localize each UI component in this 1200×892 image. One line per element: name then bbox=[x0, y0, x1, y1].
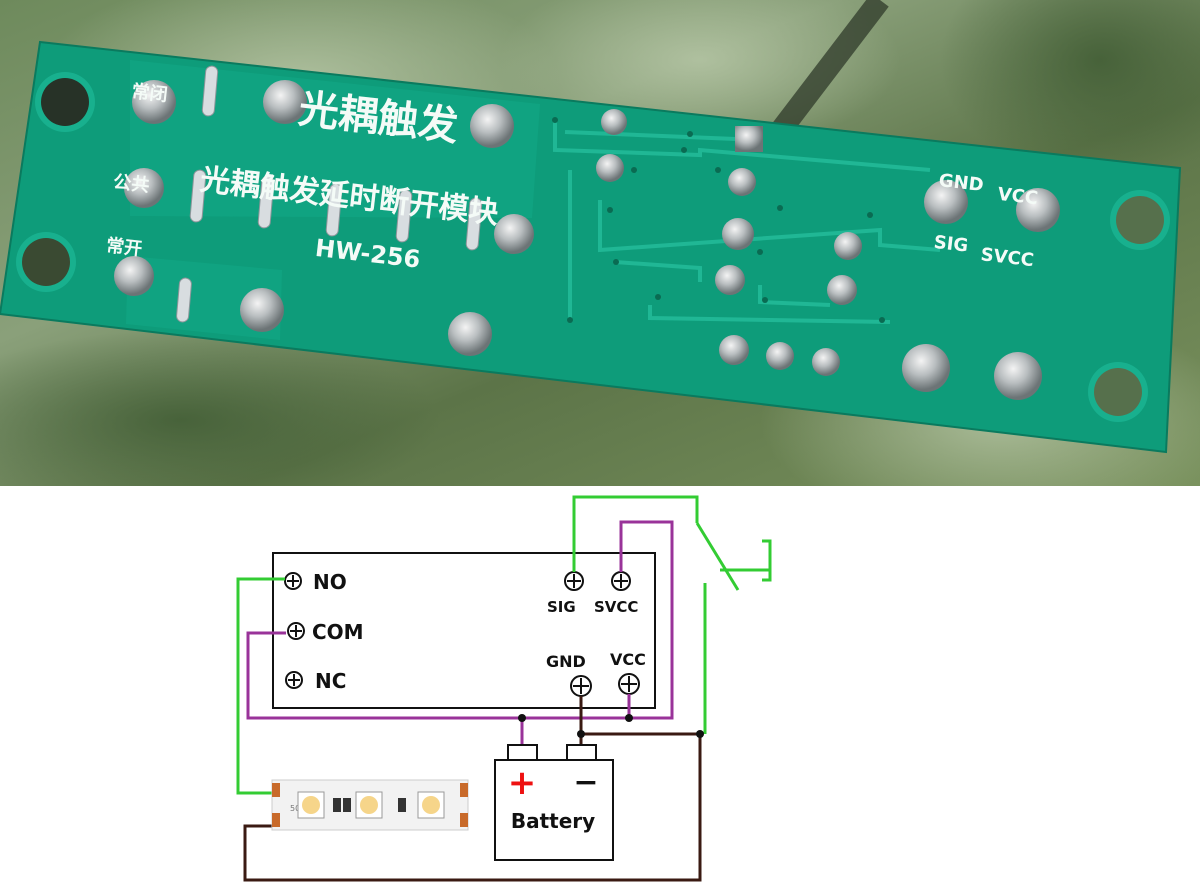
resistor-icon bbox=[333, 798, 341, 812]
label-sig: SIG bbox=[547, 598, 576, 616]
battery-label: Battery bbox=[511, 809, 595, 833]
strip-pad-icon bbox=[460, 813, 468, 827]
resistor-icon bbox=[398, 798, 406, 812]
terminal-nc-icon bbox=[285, 671, 303, 689]
led-strip: 5050 bbox=[271, 779, 469, 831]
label-vcc: VCC bbox=[610, 650, 646, 669]
background-shadow bbox=[0, 330, 440, 486]
label-nc: NC bbox=[315, 669, 346, 693]
label-gnd: GND bbox=[938, 170, 985, 196]
module-outline bbox=[272, 552, 656, 709]
battery-minus-icon: − bbox=[573, 765, 598, 800]
terminal-no-icon bbox=[284, 572, 302, 590]
battery-plus-icon: + bbox=[508, 763, 537, 803]
label-normally-open-cn: 常开 bbox=[105, 234, 143, 260]
terminal-vcc-icon bbox=[618, 673, 640, 695]
terminal-sig-icon bbox=[564, 571, 584, 591]
mounting-holes bbox=[16, 72, 1170, 422]
strip-pad-icon bbox=[460, 783, 468, 797]
label-gnd: GND bbox=[546, 652, 586, 671]
led-chip-icon bbox=[355, 791, 383, 819]
pcb-traces bbox=[553, 120, 941, 324]
terminal-gnd-icon bbox=[570, 675, 592, 697]
strip-pad-icon bbox=[272, 813, 280, 827]
green-wires bbox=[236, 495, 772, 795]
module-photo: 常闭 光耦触发 公共 光耦触发延时断开模块 常开 HW-256 GND VCC … bbox=[0, 0, 1200, 486]
label-common-cn: 公共 bbox=[112, 172, 150, 197]
label-sig: SIG bbox=[933, 232, 970, 257]
pcb-copper-area bbox=[130, 60, 540, 218]
resistor-icon bbox=[343, 798, 351, 812]
terminal-svcc-icon bbox=[611, 571, 631, 591]
led-chip-icon bbox=[417, 791, 445, 819]
background-shadow bbox=[940, 0, 1200, 180]
junction-dots bbox=[518, 714, 704, 738]
battery: + − Battery bbox=[494, 744, 614, 861]
label-svcc: SVCC bbox=[594, 598, 638, 616]
label-no: NO bbox=[313, 570, 347, 594]
vias bbox=[552, 117, 885, 323]
label-vcc: VCC bbox=[997, 184, 1039, 209]
terminal-com-icon bbox=[287, 622, 305, 640]
label-com: COM bbox=[312, 620, 364, 644]
strip-pad-icon bbox=[272, 783, 280, 797]
solder-pads bbox=[114, 80, 1060, 400]
relay-slots bbox=[176, 65, 483, 323]
label-normally-closed-cn: 常闭 bbox=[131, 80, 169, 106]
led-chip-icon bbox=[297, 791, 325, 819]
